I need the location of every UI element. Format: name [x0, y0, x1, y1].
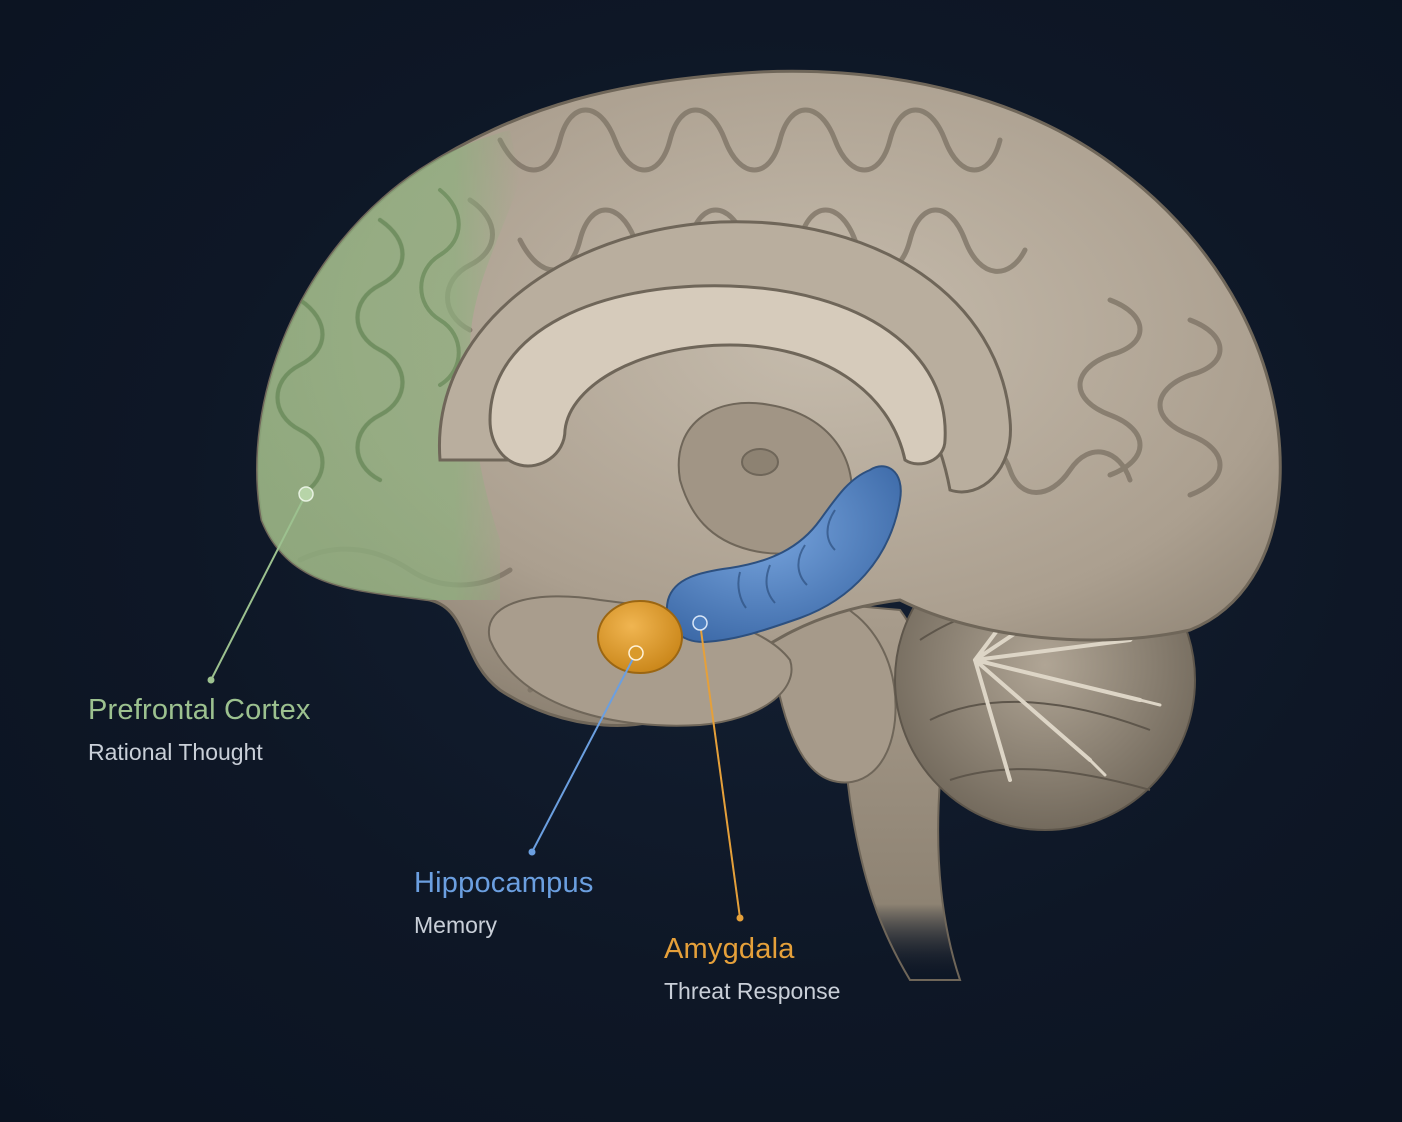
prefrontal-leader-line: [210, 493, 307, 681]
amygdala-function: Threat Response: [664, 978, 841, 1004]
mammillary-detail: [741, 448, 779, 476]
prefrontal-cortex-function: Rational Thought: [88, 739, 263, 765]
hippocampus-function: Memory: [414, 912, 498, 938]
leader-lines: [207, 486, 744, 922]
corpus-callosum: [488, 284, 947, 468]
amygdala-region: [597, 600, 683, 674]
cerebrum: [256, 69, 1282, 727]
amygdala-label: Amygdala Threat Response: [664, 933, 840, 1005]
prefrontal-gyri: [275, 188, 461, 497]
hippocampus-label: Hippocampus Memory: [414, 867, 594, 939]
hippocampus-anchor-dot: [628, 645, 644, 661]
hippocampus-region: [665, 465, 902, 644]
hippocampus-title: Hippocampus: [414, 867, 594, 899]
amygdala-title: Amygdala: [664, 933, 795, 965]
hippocampus-leader-line: [531, 652, 637, 853]
prefrontal-cortex-region: [257, 130, 520, 600]
amygdala-leader-line: [699, 622, 741, 919]
prefrontal-anchor-dot: [298, 486, 314, 502]
prefrontal-cortex-label: Prefrontal Cortex Rational Thought: [88, 694, 311, 766]
prefrontal-cortex-title: Prefrontal Cortex: [88, 694, 311, 726]
amygdala-anchor-dot: [692, 615, 708, 631]
hippocampus-segments: [737, 509, 836, 609]
